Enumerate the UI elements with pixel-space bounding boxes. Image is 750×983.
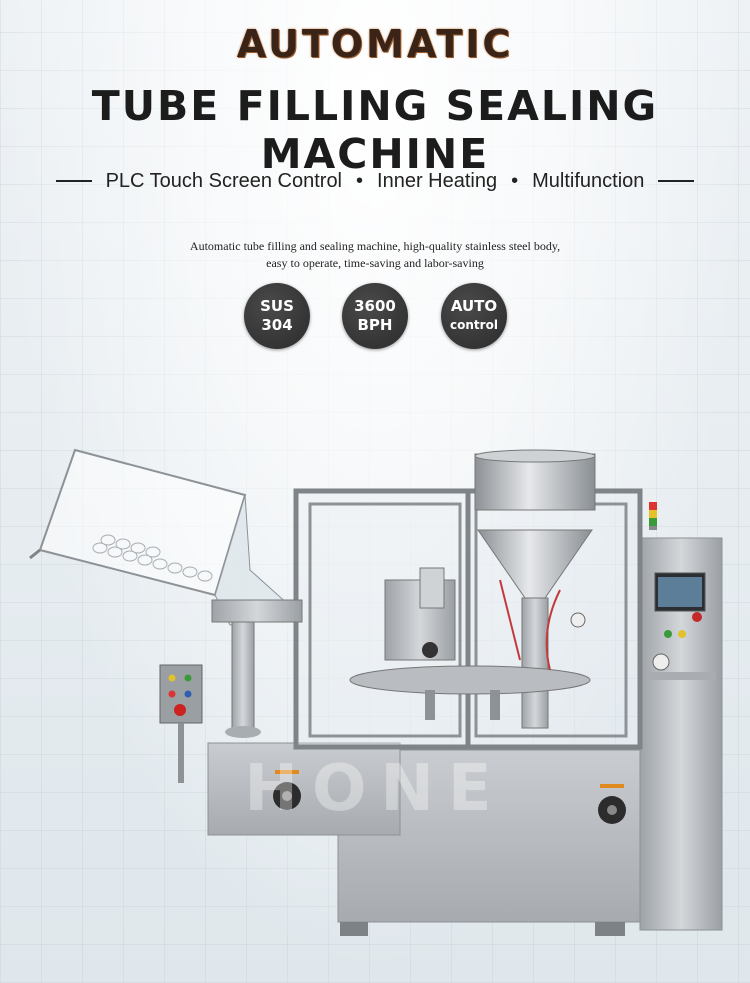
machine-illustration bbox=[29, 448, 723, 936]
foot-left bbox=[340, 922, 368, 936]
feature-separator: • bbox=[511, 169, 519, 192]
feature-line: PLC Touch Screen Control • Inner Heating… bbox=[0, 166, 750, 196]
feature-separator: • bbox=[356, 169, 364, 192]
badge-text-bottom: 304 bbox=[261, 316, 293, 334]
feature-plc: PLC Touch Screen Control bbox=[105, 169, 343, 192]
brand-watermark: HONE bbox=[244, 752, 506, 826]
badge-sus304: SUS 304 bbox=[244, 283, 310, 349]
gauge-icon bbox=[570, 612, 586, 628]
foot-right bbox=[595, 922, 625, 936]
yellow-button bbox=[678, 630, 686, 638]
feature-heating: Inner Heating bbox=[377, 169, 498, 192]
pressure-gauge-icon bbox=[652, 653, 670, 671]
rotary-table bbox=[349, 665, 591, 695]
description-line-2: easy to operate, time-saving and labor-s… bbox=[266, 256, 484, 270]
badge-3600bph: 3600 BPH bbox=[342, 283, 408, 349]
left-base-block bbox=[207, 742, 401, 836]
description-line-1: Automatic tube filling and sealing machi… bbox=[189, 239, 561, 253]
emergency-stop-button bbox=[174, 704, 186, 716]
blue-indicator bbox=[184, 690, 192, 698]
hopper-cylinder bbox=[474, 453, 596, 511]
green-indicator bbox=[184, 674, 192, 682]
yellow-indicator bbox=[168, 674, 176, 682]
red-indicator bbox=[168, 690, 176, 698]
tube-loader-hopper bbox=[38, 448, 247, 597]
badge-text-top: AUTO bbox=[450, 297, 498, 315]
description: Automatic tube filling and sealing machi… bbox=[0, 238, 750, 272]
badge-text-top: SUS bbox=[260, 297, 294, 315]
badge-auto-control: AUTO control bbox=[441, 283, 507, 349]
headline-automatic: AUTOMATIC bbox=[236, 22, 514, 66]
tubes bbox=[92, 534, 213, 582]
red-button bbox=[692, 612, 702, 622]
left-dash-decoration bbox=[55, 180, 92, 182]
badge-text-bottom: BPH bbox=[357, 316, 393, 334]
headline-machine-name: TUBE FILLING SEALING MACHINE bbox=[91, 82, 659, 178]
badge-text-bottom: control bbox=[450, 318, 498, 332]
green-button bbox=[664, 630, 672, 638]
loader-arm bbox=[211, 599, 303, 623]
feature-multifunction: Multifunction bbox=[532, 169, 645, 192]
right-dash-decoration bbox=[658, 180, 695, 182]
badge-text-top: 3600 bbox=[354, 297, 396, 315]
